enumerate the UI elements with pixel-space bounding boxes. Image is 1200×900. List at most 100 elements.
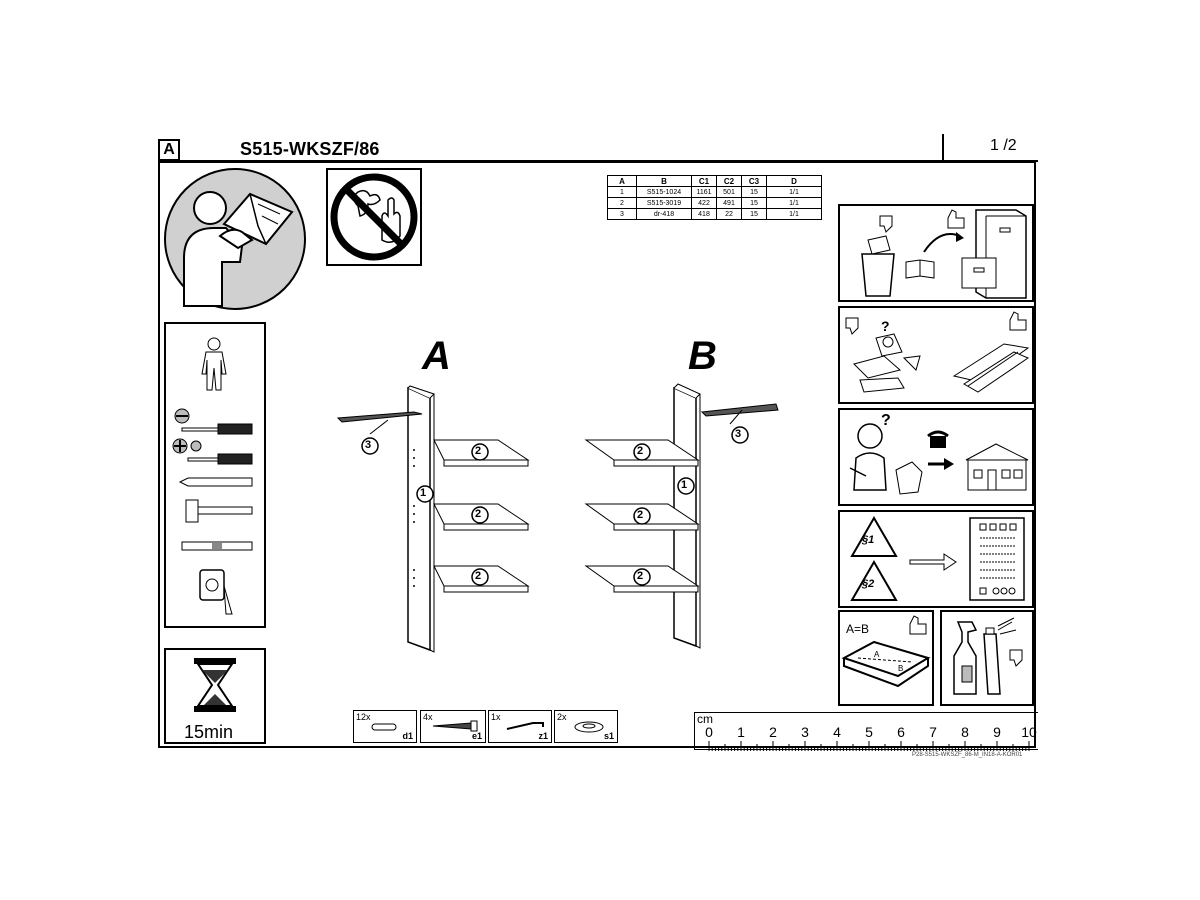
hardware-qty: 2x: [557, 712, 567, 722]
ruler-number: 2: [769, 724, 777, 740]
hardware-e1: 4x e1: [420, 710, 486, 743]
hardware-code: e1: [471, 731, 482, 741]
hardware-s1: 2x s1: [554, 710, 618, 743]
ruler-number: 8: [961, 724, 969, 740]
callout-label: 2: [637, 445, 644, 457]
ruler-number: 1: [737, 724, 745, 740]
arrow-right-icon: [928, 458, 954, 470]
table-cell: 15: [741, 208, 767, 220]
time-panel: [164, 648, 266, 744]
variant-a-label: A: [422, 334, 451, 378]
callout-1-b: [677, 477, 695, 495]
warranty-rules-illustration: [850, 516, 1025, 601]
ruler-number: 4: [833, 724, 841, 740]
thumbs-up-icon: [909, 615, 927, 635]
frame-diagonal-icon: [841, 640, 931, 688]
spirit-level-icon: [181, 541, 253, 551]
callout-3-b: [731, 426, 749, 444]
hammer-icon: [185, 499, 253, 523]
tube-icon: [983, 617, 1017, 695]
ruler-number: 0: [705, 724, 713, 740]
callout-2-b2: [633, 507, 651, 525]
model-title: S515-WKSZF/86: [240, 139, 380, 159]
ruler-ticks: [708, 741, 1030, 751]
organized-parts-icon: [952, 343, 1030, 393]
warning-triangle-icon: [850, 560, 898, 601]
no-power-tool-icon: [330, 173, 418, 261]
contact-support-illustration: [849, 423, 1029, 495]
spray-bottle-icon: [953, 621, 978, 695]
assembly-time: 15min: [184, 722, 234, 742]
table-row: 1 S515-1024 1161 501 15 1/1: [607, 186, 822, 198]
thumbs-up-icon: [947, 209, 965, 229]
ruler-number: 6: [897, 724, 905, 740]
hardware-qty: 12x: [356, 712, 371, 722]
thumbs-up-icon: [1009, 311, 1027, 331]
document-code: P28-S515-WKSZF_86-M_IN18-A-KOR01: [912, 752, 1023, 758]
person-icon: [201, 337, 227, 391]
thumbs-down-icon: [845, 317, 859, 335]
tape-measure-icon: [199, 569, 233, 615]
page-number: 1 /2: [990, 137, 1017, 154]
parts-table: A B C1 C2 C3 D 1 S515-1024 1161 501 15 1…: [607, 175, 822, 220]
callout-label: 2: [475, 445, 482, 457]
no-cleaners-illustration: [953, 617, 1023, 695]
ruler-number: 7: [929, 724, 937, 740]
diagonal-a-label: A: [874, 650, 880, 659]
check-square-panel: A=B A B: [838, 610, 934, 706]
callout-label: 2: [475, 508, 482, 520]
ruler-number: 9: [993, 724, 1001, 740]
thumbs-down-icon: [879, 215, 893, 233]
callout-2-a2: [471, 506, 489, 524]
screw-icon: [432, 720, 478, 732]
table-row: 2 S515-3019 422 491 15 1/1: [607, 197, 822, 209]
callout-1-a: [416, 485, 434, 503]
confused-person-icon: [849, 423, 887, 491]
hardware-qty: 4x: [423, 712, 433, 722]
equal-diagonals-label: A=B: [846, 622, 870, 636]
instruction-frame: [158, 161, 1036, 748]
callout-label: 2: [637, 570, 644, 582]
ruler-unit: cm: [697, 712, 713, 726]
callout-label: 1: [681, 479, 688, 491]
callout-label: 3: [735, 428, 742, 440]
header-divider: [942, 134, 944, 162]
rail-holder-icon: [574, 721, 604, 733]
no-chemical-cleaners-panel: [940, 610, 1034, 706]
box-part-icon: [895, 461, 923, 495]
phone-icon: [927, 430, 949, 448]
read-instructions-icon: [164, 168, 306, 310]
booklet-icon: [905, 259, 935, 279]
hanging-rail-bracket-icon: [506, 722, 544, 730]
protect-surface-panel: [838, 306, 1034, 404]
variant-b-label: B: [688, 334, 717, 378]
hardware-code: s1: [603, 731, 614, 741]
ruler-number: 10: [1021, 724, 1037, 740]
callout-label: 2: [475, 570, 482, 582]
checklist-icon: [969, 517, 1025, 601]
filing-cabinet-icon: [961, 209, 1027, 299]
warning-triangle-icon: [850, 516, 898, 557]
callout-label: 3: [365, 439, 372, 451]
dowel-icon: [371, 723, 397, 731]
callout-3-a: [361, 437, 379, 455]
diagonal-b-label: B: [898, 664, 904, 673]
tools-illustration: [172, 337, 253, 615]
hardware-code: d1: [402, 731, 413, 741]
check-square-illustration: [841, 615, 931, 688]
paragraph-1-label: §1: [862, 534, 875, 546]
hardware-qty: 1x: [491, 712, 501, 722]
paragraph-2-label: §2: [862, 578, 875, 590]
contact-support-panel: [838, 408, 1034, 506]
phillips-screwdriver-icon: [172, 438, 253, 465]
table-row: 3 dr-418 418 22 15 1/1: [607, 208, 822, 220]
hardware-z1: 1x z1: [488, 710, 552, 743]
messy-parts-icon: [853, 333, 921, 393]
sheet-letter: A: [158, 139, 180, 161]
prohibition-box: [326, 168, 422, 266]
arrow-right-icon: [909, 553, 957, 571]
callout-2-b3: [633, 568, 651, 586]
callout-label: 1: [420, 487, 427, 499]
table-cell: 1/1: [766, 208, 822, 220]
